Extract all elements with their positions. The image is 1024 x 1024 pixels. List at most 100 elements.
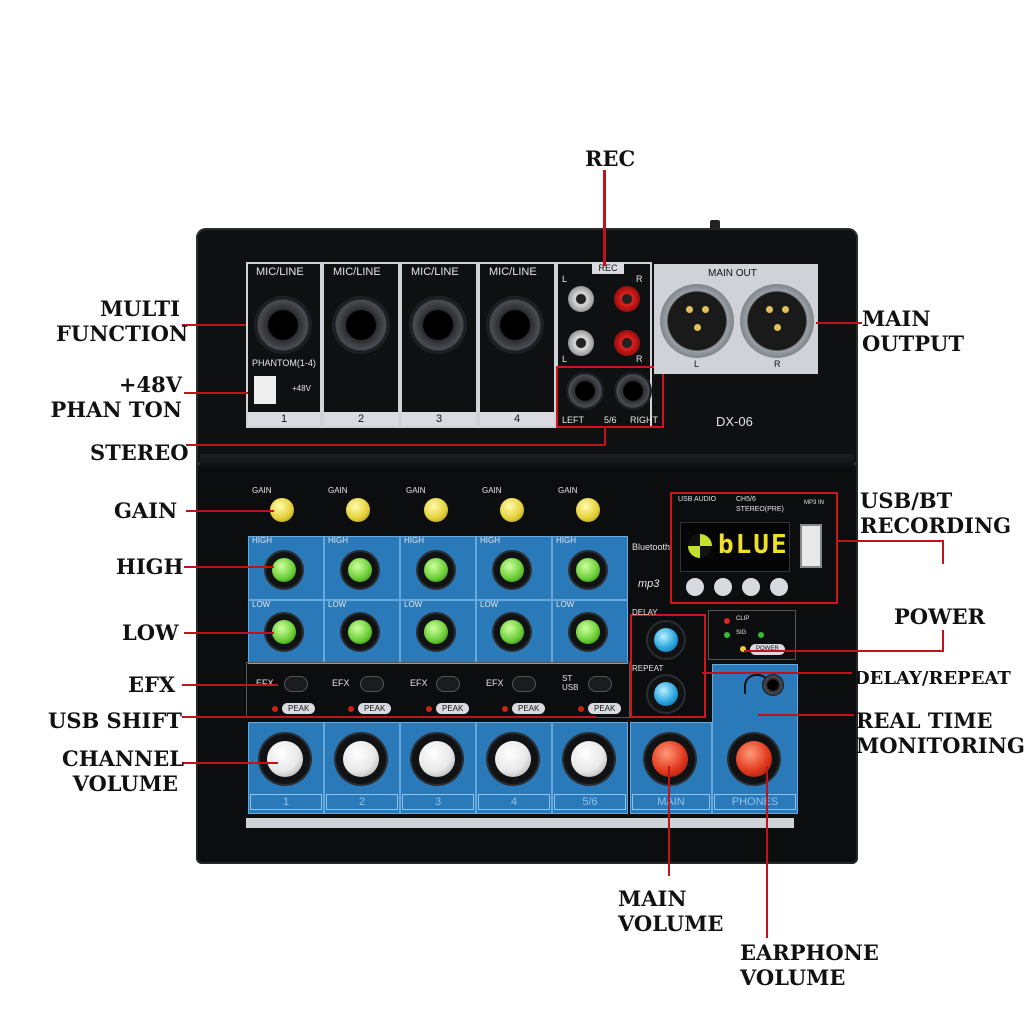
mic-line-label: MIC/LINE — [489, 266, 537, 278]
efx-button-3[interactable] — [436, 676, 460, 692]
phantom-switch[interactable] — [254, 376, 276, 404]
low-knob-5[interactable] — [576, 620, 600, 644]
usb-shift-leader — [182, 716, 596, 718]
combo-jack[interactable] — [332, 296, 390, 354]
low-knob-1[interactable] — [272, 620, 296, 644]
strip-label-3: 3 — [402, 794, 474, 810]
combo-jack[interactable] — [409, 296, 467, 354]
mp3-prev-button[interactable] — [686, 578, 704, 596]
stereo-leader-v — [604, 426, 606, 446]
rec-rca-red[interactable] — [614, 286, 640, 312]
phones-jack[interactable] — [762, 674, 784, 696]
sig-label: SIG — [736, 630, 747, 636]
rec-rca-white[interactable] — [568, 286, 594, 312]
gain-knob-3[interactable] — [424, 498, 448, 522]
efx-button-1[interactable] — [284, 676, 308, 692]
efx-label: EFX — [486, 678, 504, 688]
main-out-label: MAIN OUT — [708, 268, 757, 279]
low-knob-2[interactable] — [348, 620, 372, 644]
channel-volume-knob-3[interactable] — [419, 741, 455, 777]
stereo-leader-h — [186, 444, 606, 446]
gain-knob-5[interactable] — [576, 498, 600, 522]
stereo-pre-label: STEREO(PRE) — [736, 506, 784, 513]
delay-repeat-leader — [702, 672, 852, 674]
callout-rec: REC — [585, 146, 636, 171]
channel-volume-leader — [182, 762, 278, 764]
channel-frame — [246, 262, 322, 428]
earphone-volume-leader — [766, 766, 768, 938]
low-leader — [184, 632, 274, 634]
channel-volume-knob-4[interactable] — [495, 741, 531, 777]
rca-left-label-2: L — [562, 354, 568, 364]
mp3-logo: mp3 — [638, 578, 660, 590]
efx-label: EFX — [410, 678, 428, 688]
peak-led — [272, 706, 278, 712]
peak-label: PEAK — [282, 703, 316, 714]
channel-number: 1 — [248, 412, 320, 426]
mp3-mode-button[interactable] — [770, 578, 788, 596]
mp3-next-button[interactable] — [742, 578, 760, 596]
input-rca-red[interactable] — [614, 330, 640, 356]
high-knob-3[interactable] — [424, 558, 448, 582]
front-vent — [246, 818, 794, 828]
high-knob-1[interactable] — [272, 558, 296, 582]
high-label: HIGH — [404, 536, 424, 545]
low-knob-3[interactable] — [424, 620, 448, 644]
high-knob-5[interactable] — [576, 558, 600, 582]
callout-gain: GAIN — [114, 498, 178, 523]
usb-shift-button[interactable] — [588, 676, 612, 692]
gain-knob-2[interactable] — [346, 498, 370, 522]
xlr-output-right[interactable] — [740, 284, 814, 358]
mp3-play-button[interactable] — [714, 578, 732, 596]
main-volume-knob[interactable] — [652, 741, 688, 777]
top-screw — [710, 220, 720, 230]
repeat-knob[interactable] — [654, 682, 678, 706]
callout-phantom: +48V PHAN TON — [50, 372, 182, 422]
xlr-right-label: R — [774, 359, 781, 369]
channel-number: 2 — [324, 412, 398, 426]
channel-volume-knob-5-6[interactable] — [571, 741, 607, 777]
mixer-device: MIC/LINE PHANTOM(1-4) +48V 1 MIC/LINE 2 … — [196, 220, 858, 864]
high-knob-4[interactable] — [500, 558, 524, 582]
efx-button-2[interactable] — [360, 676, 384, 692]
gain-knob-4[interactable] — [500, 498, 524, 522]
low-label: LOW — [252, 600, 271, 609]
strip-label-1: 1 — [250, 794, 322, 810]
peak-label: PEAK — [436, 703, 470, 714]
input-rca-white[interactable] — [568, 330, 594, 356]
display-text: bLUE — [718, 530, 789, 560]
channel-volume-knob-1[interactable] — [267, 741, 303, 777]
stereo-jack-right[interactable] — [614, 372, 652, 410]
gain-knob-1[interactable] — [270, 498, 294, 522]
low-panel-3 — [400, 600, 476, 664]
st-usb-label: ST USB — [562, 674, 579, 692]
gain-label: GAIN — [558, 486, 578, 495]
strip-label-phones: PHONES — [714, 794, 796, 810]
stereo-jack-left[interactable] — [566, 372, 604, 410]
callout-channel-volume: CHANNEL VOLUME — [62, 746, 185, 796]
callout-power: POWER — [894, 604, 986, 629]
peak-led — [348, 706, 354, 712]
xlr-output-left[interactable] — [660, 284, 734, 358]
channel-volume-knob-2[interactable] — [343, 741, 379, 777]
efx-button-4[interactable] — [512, 676, 536, 692]
mic-line-label: MIC/LINE — [411, 266, 459, 278]
delay-knob[interactable] — [654, 628, 678, 652]
low-knob-4[interactable] — [500, 620, 524, 644]
usb-port[interactable] — [800, 524, 822, 568]
efx-leader — [182, 684, 278, 686]
usb-bt-leader-h — [838, 540, 944, 542]
usb-bt-leader-v — [942, 540, 944, 564]
high-knob-2[interactable] — [348, 558, 372, 582]
low-label: LOW — [556, 600, 575, 609]
mic-line-label: MIC/LINE — [256, 266, 304, 278]
sig-led — [724, 632, 730, 638]
high-label: HIGH — [252, 536, 272, 545]
combo-jack[interactable] — [254, 296, 312, 354]
rec-leader — [603, 170, 606, 266]
low-label: LOW — [404, 600, 423, 609]
strip-label-main: MAIN — [632, 794, 710, 810]
channel-frame — [400, 262, 478, 428]
bluetooth-label: Bluetooth — [632, 542, 671, 552]
combo-jack[interactable] — [486, 296, 544, 354]
